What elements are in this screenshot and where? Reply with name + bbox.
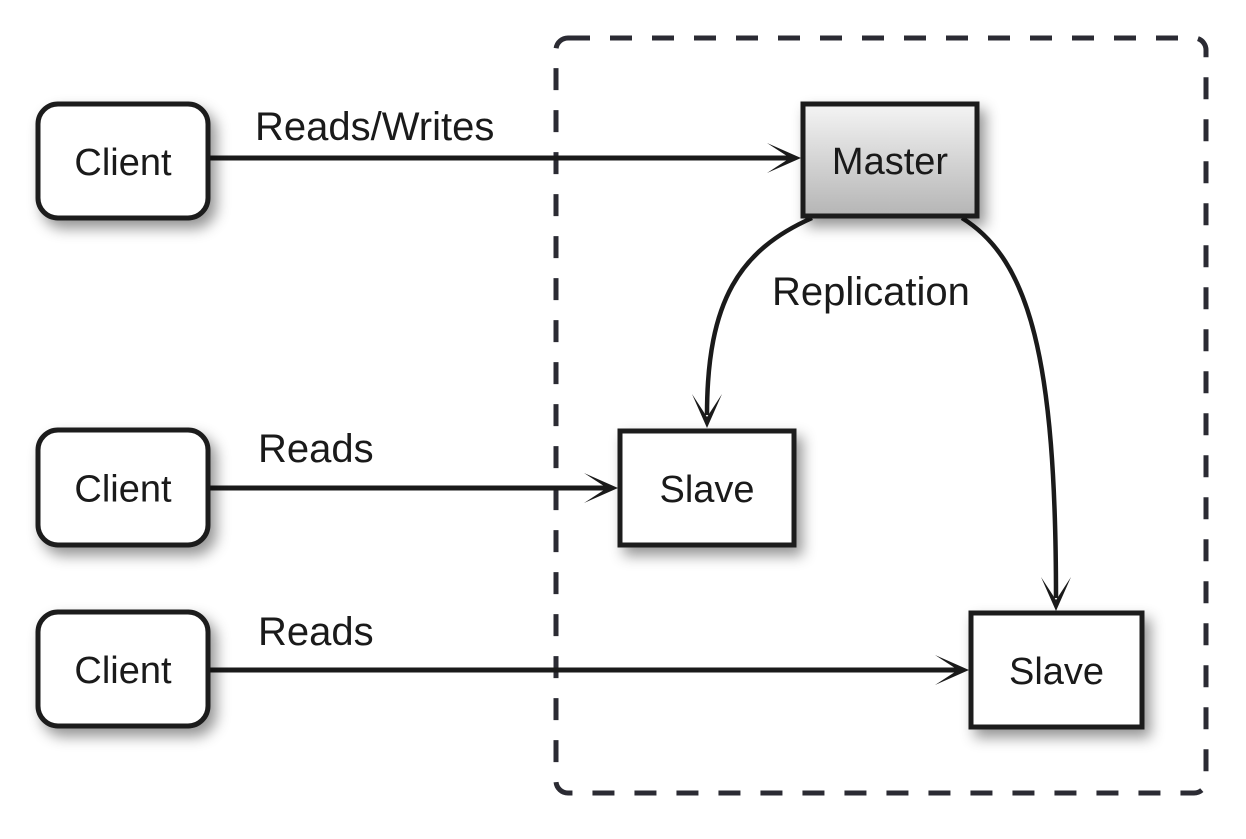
arrowhead-icon — [935, 655, 969, 685]
node-box[interactable] — [35, 101, 211, 221]
node-label: Client — [74, 650, 172, 692]
edge-label-edge-master-to-slave-left: Replication — [772, 270, 970, 314]
node-label: Client — [74, 142, 172, 184]
node-label: Slave — [1009, 651, 1104, 693]
edge-edge-client-middle-to-slave-left — [210, 473, 618, 503]
node-box[interactable] — [800, 101, 980, 219]
node-client-bottom[interactable]: Client — [35, 609, 211, 729]
edge-edge-client-top-to-master — [210, 143, 801, 173]
node-box[interactable] — [35, 427, 211, 548]
edge-edge-client-bottom-to-slave-right — [210, 655, 969, 685]
node-label: Client — [74, 469, 172, 511]
edge-edge-master-to-slave-right — [960, 216, 1071, 611]
edge-label-edge-client-middle-to-slave-left: Reads — [258, 427, 374, 471]
edge-edge-master-to-slave-left — [692, 215, 813, 428]
node-label: Slave — [659, 469, 754, 511]
node-box[interactable] — [968, 610, 1145, 730]
node-box[interactable] — [617, 428, 797, 548]
arrowhead-icon — [584, 473, 618, 503]
edge-label-edge-client-top-to-master: Reads/Writes — [255, 105, 494, 149]
edges-layer — [210, 143, 1071, 685]
node-label: Master — [832, 141, 948, 183]
node-slave-right[interactable]: Slave — [968, 610, 1145, 730]
node-client-top[interactable]: Client — [35, 101, 211, 221]
node-master[interactable]: Master — [800, 101, 980, 219]
edge-label-edge-client-bottom-to-slave-right: Reads — [258, 610, 374, 654]
arrowhead-icon — [692, 394, 722, 428]
node-slave-left[interactable]: Slave — [617, 428, 797, 548]
node-client-middle[interactable]: Client — [35, 427, 211, 548]
edge-line — [704, 215, 813, 416]
node-box[interactable] — [35, 609, 211, 729]
edge-line — [960, 216, 1059, 599]
arrowhead-icon — [1041, 577, 1071, 611]
replication-cluster-boundary — [553, 35, 1209, 796]
arrowhead-icon — [767, 143, 801, 173]
